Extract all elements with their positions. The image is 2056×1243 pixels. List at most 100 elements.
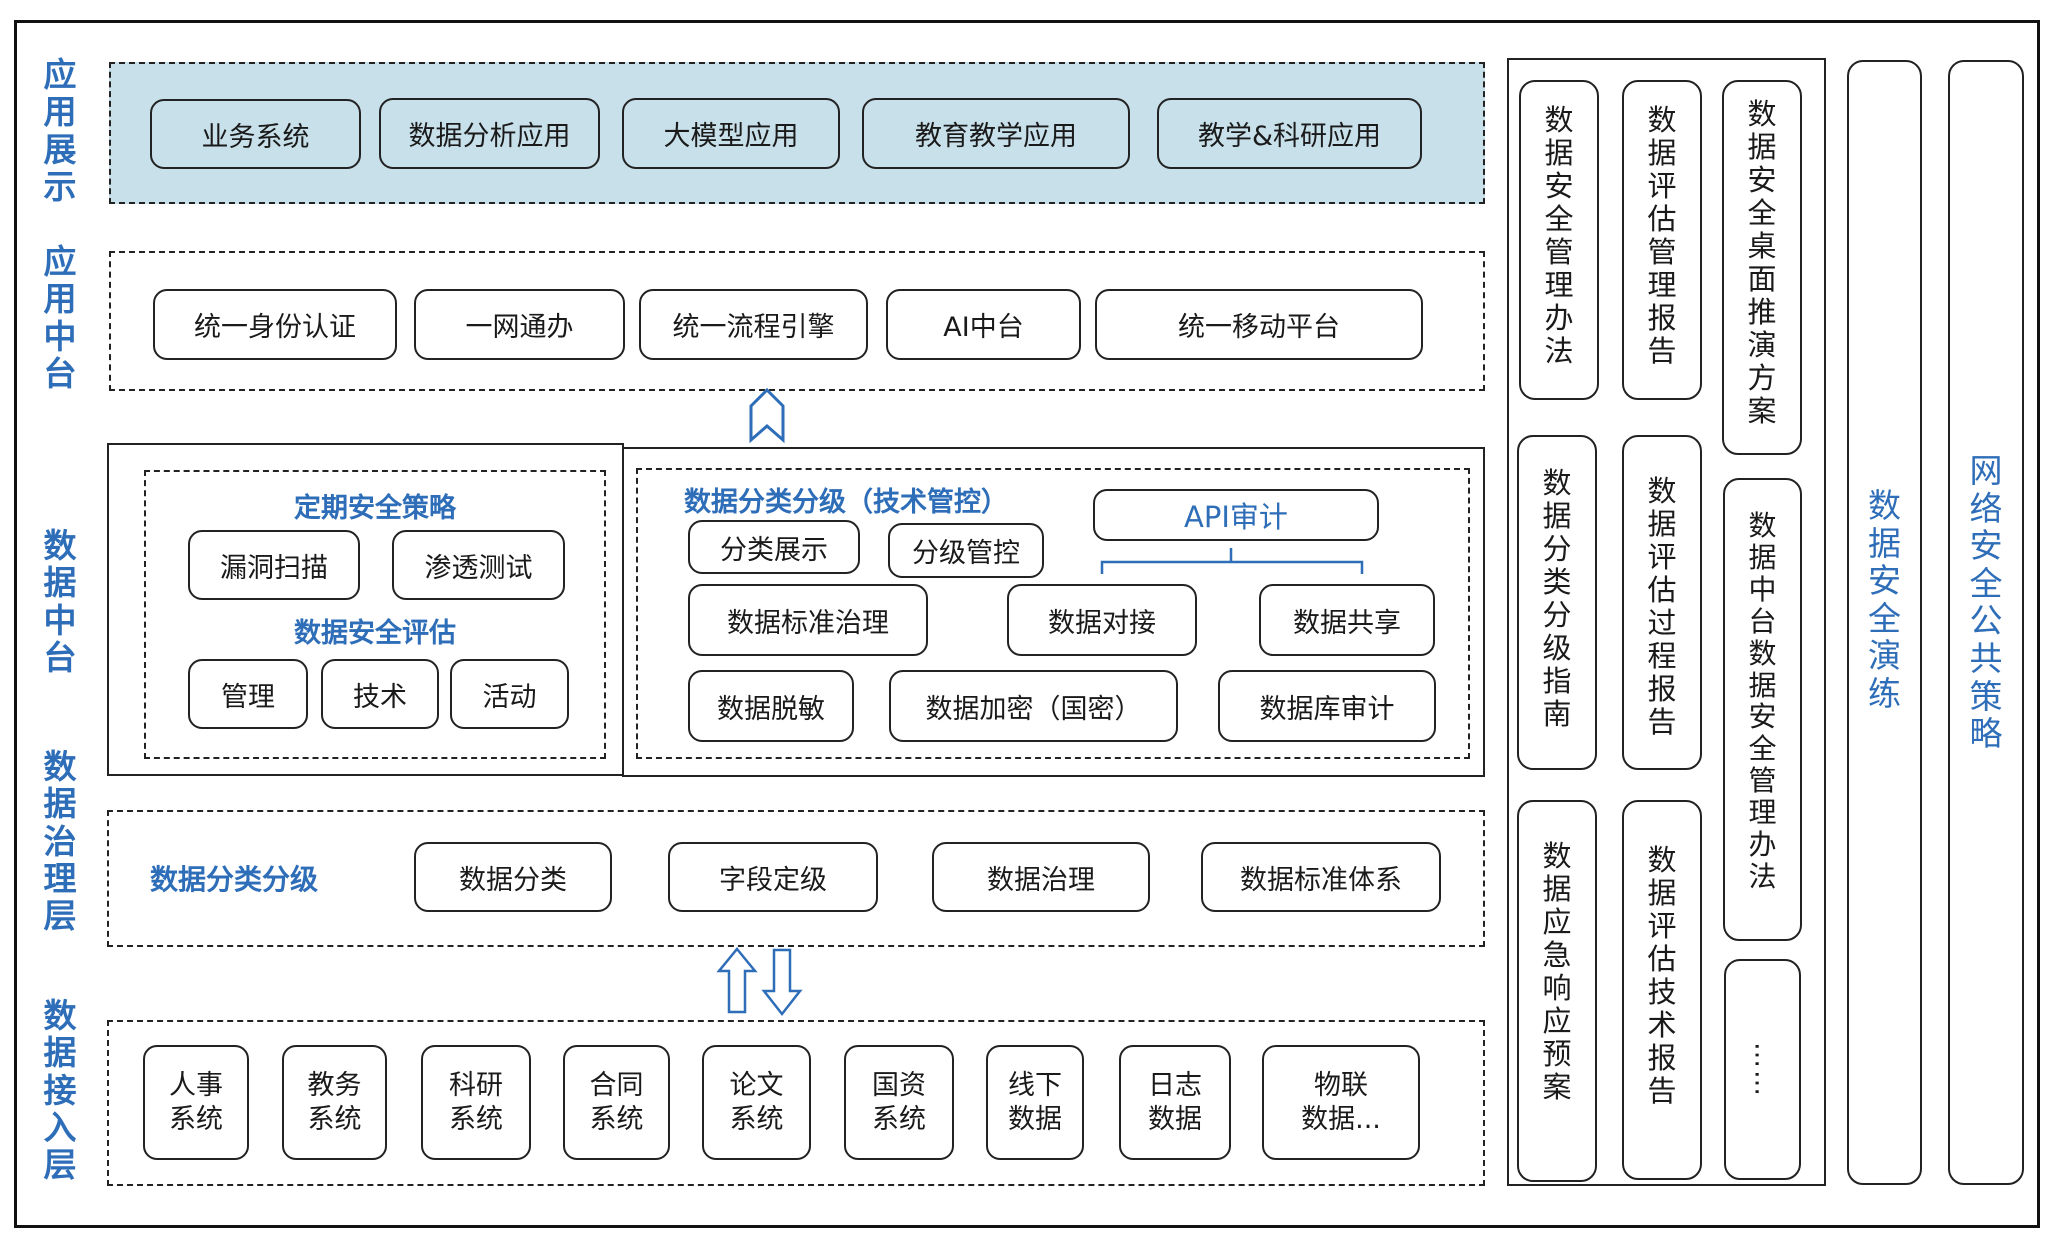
doc-label: 数据中台数据安全管理办法 xyxy=(1748,509,1777,893)
up-arrow-from-access-icon xyxy=(716,947,758,1014)
policy-label: 网络安全公共策略 xyxy=(1969,451,2003,754)
api-audit[interactable]: API审计 xyxy=(1093,489,1379,541)
doc-label: 数据评估管理报告 xyxy=(1647,103,1677,369)
doc-security-management-measures[interactable]: 数据安全管理办法 xyxy=(1519,80,1599,400)
app-business-system[interactable]: 业务系统 xyxy=(150,99,361,169)
gov-data-classification[interactable]: 数据分类 xyxy=(414,842,612,912)
access-source-2[interactable]: 科研系统 xyxy=(421,1045,531,1160)
access-source-line1: 国资 xyxy=(872,1069,926,1101)
documents-group xyxy=(1507,58,1826,1186)
app-education-teaching[interactable]: 教育教学应用 xyxy=(862,98,1130,169)
doc-emergency-response-plan[interactable]: 数据应急响应预案 xyxy=(1517,800,1597,1182)
access-source-0[interactable]: 人事系统 xyxy=(143,1045,249,1160)
access-source-5[interactable]: 国资系统 xyxy=(844,1045,954,1160)
access-source-line1: 科研 xyxy=(449,1069,503,1101)
data-standard-governance[interactable]: 数据标准治理 xyxy=(688,584,928,656)
access-source-4[interactable]: 论文系统 xyxy=(702,1045,811,1160)
data-masking[interactable]: 数据脱敏 xyxy=(688,670,854,742)
classification-tech-control-title: 数据分类分级（技术管控） xyxy=(684,487,1008,518)
access-source-line1: 线下 xyxy=(1008,1069,1062,1101)
access-source-line2: 数据... xyxy=(1301,1103,1381,1135)
access-source-3[interactable]: 合同系统 xyxy=(563,1045,670,1160)
app-teaching-research[interactable]: 教学&科研应用 xyxy=(1157,98,1422,169)
doc-label: 数据评估过程报告 xyxy=(1647,474,1677,740)
access-source-6[interactable]: 线下数据 xyxy=(986,1045,1084,1160)
chevron-shape xyxy=(749,387,785,444)
data-encryption[interactable]: 数据加密（国密） xyxy=(889,670,1178,742)
data-security-assessment-title: 数据安全评估 xyxy=(294,618,456,649)
doc-assessment-process-report[interactable]: 数据评估过程报告 xyxy=(1622,435,1702,770)
doc-more[interactable]: …… xyxy=(1724,959,1801,1180)
database-audit[interactable]: 数据库审计 xyxy=(1218,670,1436,742)
doc-classification-guide[interactable]: 数据分类分级指南 xyxy=(1517,435,1597,770)
gov-field-grading[interactable]: 字段定级 xyxy=(668,842,878,912)
access-source-line1: 物联 xyxy=(1314,1069,1368,1101)
access-source-line1: 人事 xyxy=(169,1069,223,1101)
doc-label: 数据应急响应预案 xyxy=(1542,839,1572,1105)
network-security-public-policy[interactable]: 网络安全公共策略 xyxy=(1948,60,2024,1185)
layer-label-governance: 数据治理层 xyxy=(43,747,77,936)
doc-label: 数据安全桌面推演方案 xyxy=(1747,97,1777,429)
assessment-activity[interactable]: 活动 xyxy=(450,659,569,729)
access-source-line2: 数据 xyxy=(1008,1103,1062,1135)
mid-unified-identity[interactable]: 统一身份认证 xyxy=(153,289,397,360)
access-source-line2: 系统 xyxy=(589,1103,644,1135)
doc-label: 数据分类分级指南 xyxy=(1542,466,1572,732)
grading-control[interactable]: 分级管控 xyxy=(888,523,1044,578)
drill-label: 数据安全演练 xyxy=(1868,486,1901,714)
access-source-line2: 系统 xyxy=(872,1103,926,1135)
assessment-technology[interactable]: 技术 xyxy=(321,659,439,729)
doc-desktop-drill-plan[interactable]: 数据安全桌面推演方案 xyxy=(1722,80,1802,455)
up-arrow-to-app-middle-icon xyxy=(749,387,785,444)
down-arrow-to-access-icon xyxy=(761,948,803,1017)
access-source-line2: 数据 xyxy=(1148,1103,1202,1135)
doc-label: 数据安全管理办法 xyxy=(1544,103,1574,369)
mid-workflow-engine[interactable]: 统一流程引擎 xyxy=(639,289,868,360)
access-source-1[interactable]: 教务系统 xyxy=(282,1045,387,1160)
access-source-line2: 系统 xyxy=(307,1103,362,1135)
assessment-management[interactable]: 管理 xyxy=(188,659,308,729)
mid-one-network[interactable]: 一网通办 xyxy=(414,289,625,360)
app-large-model[interactable]: 大模型应用 xyxy=(622,98,840,169)
app-data-analysis[interactable]: 数据分析应用 xyxy=(379,98,600,169)
access-source-line1: 教务 xyxy=(307,1069,362,1101)
classification-display[interactable]: 分类展示 xyxy=(688,520,860,574)
app-display-layer xyxy=(109,62,1485,204)
doc-label: 数据评估技术报告 xyxy=(1647,843,1677,1109)
access-source-8[interactable]: 物联数据... xyxy=(1262,1045,1420,1160)
access-source-line1: 论文 xyxy=(729,1069,784,1101)
security-panel-inner xyxy=(144,470,606,759)
api-audit-bracket-icon xyxy=(1100,548,1364,574)
app-middle-layer xyxy=(109,251,1485,391)
more-ellipsis: …… xyxy=(1748,1041,1779,1098)
mid-ai-platform[interactable]: AI中台 xyxy=(886,289,1081,360)
tech-control-frame xyxy=(622,447,1485,777)
access-source-line1: 合同 xyxy=(589,1069,644,1101)
penetration-test[interactable]: 渗透测试 xyxy=(392,530,565,600)
governance-layer xyxy=(107,810,1485,947)
layer-label-app-middle: 应用中台 xyxy=(43,242,77,393)
access-layer xyxy=(107,1020,1485,1186)
doc-assessment-technical-report[interactable]: 数据评估技术报告 xyxy=(1622,800,1702,1180)
periodic-security-policy-title: 定期安全策略 xyxy=(294,493,456,524)
access-source-line1: 日志 xyxy=(1148,1069,1202,1101)
doc-assessment-management-report[interactable]: 数据评估管理报告 xyxy=(1622,80,1702,400)
layer-label-data-platform: 数据中台 xyxy=(43,526,77,677)
layer-label-app-display: 应用展示 xyxy=(43,55,77,206)
bidirectional-arrows-icon xyxy=(716,947,803,1017)
data-integration[interactable]: 数据对接 xyxy=(1007,584,1197,656)
diagram-frame xyxy=(14,20,2040,1228)
vulnerability-scan[interactable]: 漏洞扫描 xyxy=(188,530,360,600)
access-source-line2: 系统 xyxy=(729,1103,784,1135)
mid-mobile-platform[interactable]: 统一移动平台 xyxy=(1095,289,1423,360)
data-sharing[interactable]: 数据共享 xyxy=(1259,584,1435,656)
access-source-line2: 系统 xyxy=(449,1103,503,1135)
access-source-line2: 系统 xyxy=(169,1103,223,1135)
governance-title: 数据分类分级 xyxy=(150,863,319,896)
layer-label-access: 数据接入层 xyxy=(43,996,77,1185)
access-source-7[interactable]: 日志数据 xyxy=(1119,1045,1231,1160)
gov-data-standard-system[interactable]: 数据标准体系 xyxy=(1201,842,1441,912)
data-security-drill[interactable]: 数据安全演练 xyxy=(1847,60,1922,1185)
gov-data-governance[interactable]: 数据治理 xyxy=(932,842,1150,912)
doc-platform-security-measures[interactable]: 数据中台数据安全管理办法 xyxy=(1723,478,1802,941)
